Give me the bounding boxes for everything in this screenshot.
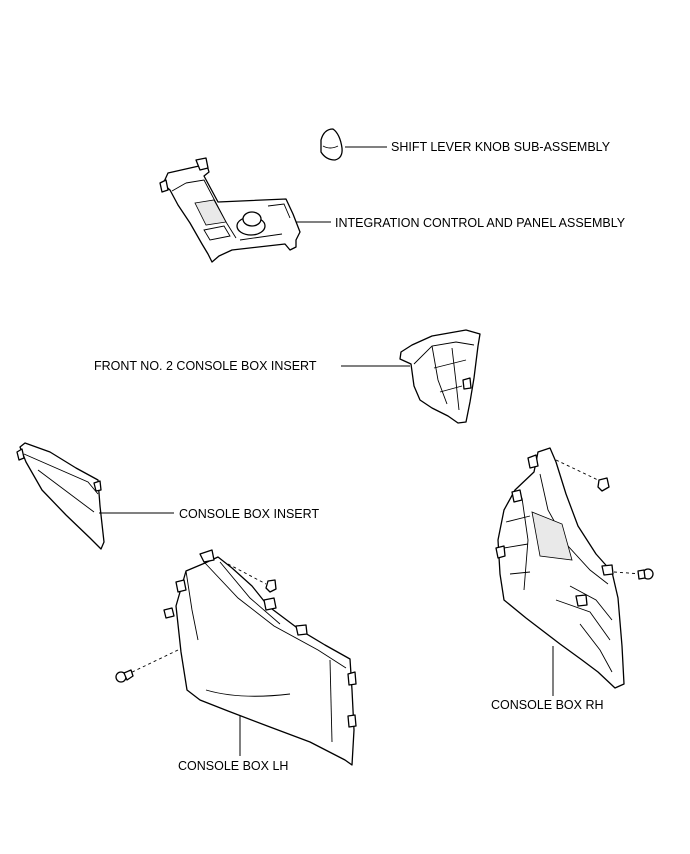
label-shift-lever-knob: SHIFT LEVER KNOB SUB-ASSEMBLY [391,140,611,154]
console-box-lh [163,549,357,766]
label-console-box-rh: CONSOLE BOX RH [491,698,604,712]
label-console-box-lh: CONSOLE BOX LH [178,759,289,773]
integration-control-panel [159,157,301,263]
screw-rh-upper [555,459,610,492]
shift-lever-knob [320,128,343,161]
screw-rh-lower [613,568,654,580]
front-no2-console-box-insert [399,329,481,424]
label-front-no2-console-box-insert: FRONT NO. 2 CONSOLE BOX INSERT [94,359,317,373]
console-box-rh [495,447,625,689]
console-box-insert [16,442,105,550]
label-console-box-insert: CONSOLE BOX INSERT [179,507,320,521]
screw-lh-lower [115,649,179,683]
label-integration-control-panel: INTEGRATION CONTROL AND PANEL ASSEMBLY [335,216,626,230]
screw-lh-upper [227,563,277,593]
